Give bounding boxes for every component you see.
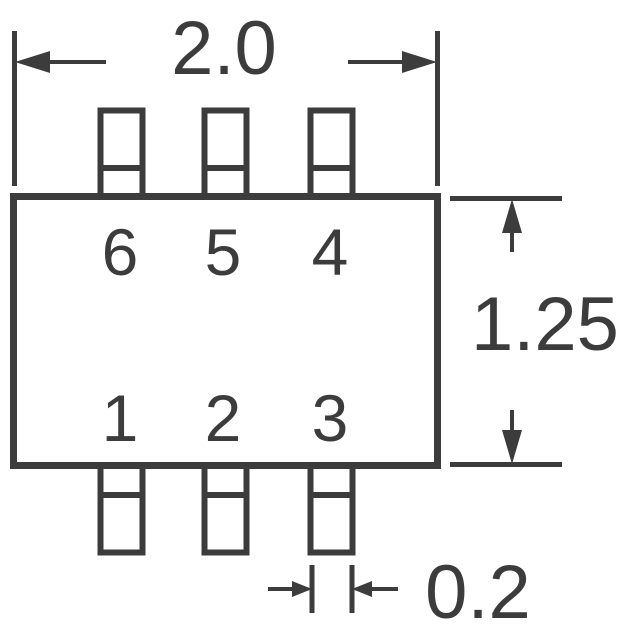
pin-label-1: 1	[102, 381, 139, 455]
pin-label-6: 6	[102, 215, 139, 289]
top-lead-2	[201, 107, 250, 200]
pin-labels-top-row: 6 5 4	[102, 215, 349, 289]
lead-width-dimension-group: 0.2	[268, 550, 531, 635]
top-lead-1	[97, 107, 146, 200]
top-lead-1-body	[97, 107, 146, 200]
package-body-outline	[10, 193, 441, 469]
bottom-leads-group	[97, 461, 356, 556]
pin-label-2: 2	[205, 381, 242, 455]
width-dimension-label: 2.0	[171, 6, 277, 91]
height-dimension-group: 1.25	[450, 196, 619, 467]
lead-width-arrow-right-head-icon	[352, 581, 372, 597]
height-arrow-up-head-icon	[502, 199, 522, 233]
pin-label-4: 4	[312, 215, 349, 289]
height-arrow-down-head-icon	[502, 430, 522, 464]
bottom-lead-3-body	[307, 461, 356, 556]
top-lead-3-body	[307, 107, 356, 200]
pin-labels-bottom-row: 1 2 3	[102, 381, 349, 455]
bottom-lead-1-body	[97, 461, 146, 556]
height-dimension-label: 1.25	[471, 282, 619, 367]
width-dimension-group: 2.0	[12, 6, 440, 186]
bottom-lead-2	[201, 461, 250, 556]
bottom-lead-2-body	[201, 461, 250, 556]
pin-label-3: 3	[312, 381, 349, 455]
top-lead-2-body	[201, 107, 250, 200]
top-leads-group	[97, 107, 356, 200]
width-arrow-right-head-icon	[402, 51, 437, 73]
bottom-lead-1	[97, 461, 146, 556]
lead-width-dimension-label: 0.2	[425, 550, 531, 635]
pin-label-5: 5	[205, 215, 242, 289]
bottom-lead-3	[307, 461, 356, 556]
width-arrow-left-head-icon	[15, 51, 50, 73]
top-lead-3	[307, 107, 356, 200]
lead-width-arrow-left-head-icon	[292, 581, 312, 597]
